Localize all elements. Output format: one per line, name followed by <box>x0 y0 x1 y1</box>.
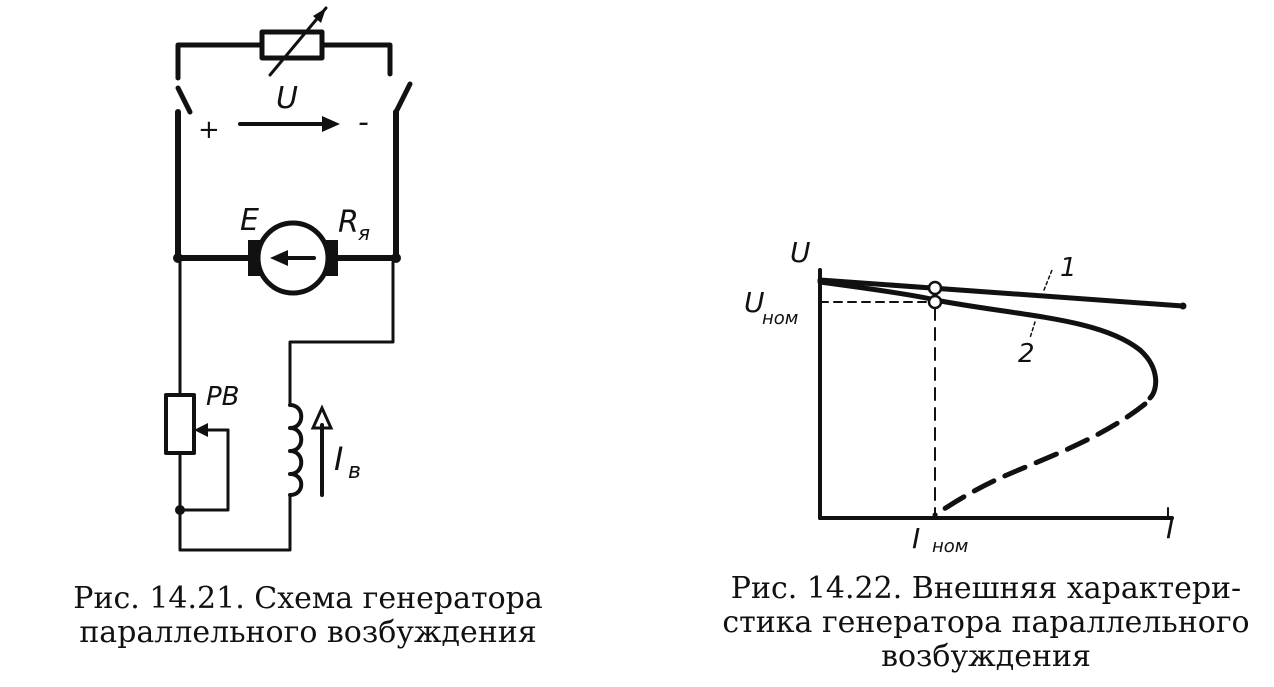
unom-subscript: ном <box>762 308 798 329</box>
field-current-arrowhead <box>310 404 334 430</box>
curve-1-leader <box>1043 269 1053 291</box>
armature-resistance-subscript: я <box>358 221 370 245</box>
field-current-label: I <box>334 440 343 478</box>
caption-line: параллельного возбуждения <box>79 615 537 650</box>
left-switch-blade <box>175 85 193 115</box>
emf-arrowhead <box>270 250 288 266</box>
curve-1-label: 1 <box>1060 253 1077 283</box>
inom-subscript: ном <box>932 536 968 557</box>
curve-2-unstable <box>932 401 1148 518</box>
circuit-diagram: U + - E R я РВ I в <box>164 6 413 552</box>
voltage-arrowhead <box>322 116 340 132</box>
curve-2-label: 2 <box>1018 339 1035 369</box>
emf-label: E <box>240 203 259 238</box>
curve-1-end <box>1179 302 1187 310</box>
curve-1 <box>817 277 1186 309</box>
load-rheostat <box>259 29 325 61</box>
figure-14-21-caption: Рис. 14.21. Схема генератора параллельно… <box>28 582 588 650</box>
unom-label: U <box>744 286 765 319</box>
caption-line: возбуждения <box>881 639 1091 674</box>
field-right-wire <box>288 260 395 407</box>
figure-14-22-caption: Рис. 14.22. Внешняя характери- стика ген… <box>706 572 1266 674</box>
field-rheostat-label: РВ <box>206 382 240 412</box>
caption-line: Рис. 14.22. Внешняя характери- <box>730 571 1242 606</box>
minus-label: - <box>358 105 369 140</box>
caption-line: Рис. 14.21. Схема генератора <box>73 581 543 616</box>
field-rheostat <box>164 393 196 455</box>
curve-2 <box>817 279 1159 401</box>
field-bottom-wire <box>178 451 292 552</box>
inom-label: I <box>912 522 920 555</box>
top-right-wire <box>319 42 393 77</box>
junction-bottom <box>175 505 185 515</box>
field-rheostat-tap-wire <box>178 428 230 512</box>
y-axis-label: U <box>790 236 811 269</box>
characteristic-chart: U I 1 2 U ном I ном <box>744 236 1187 557</box>
right-switch-blade <box>393 81 413 115</box>
top-left-wire <box>175 42 265 81</box>
x-axis-label: I <box>1166 512 1174 545</box>
rated-point-curve-1 <box>927 280 943 296</box>
field-rheostat-arrowhead <box>194 423 208 437</box>
junction-right <box>391 253 401 263</box>
field-current-subscript: в <box>348 459 361 484</box>
armature-resistance-label: R <box>338 205 359 240</box>
rated-point-curve-2 <box>927 294 943 310</box>
caption-line: стика генератора параллельного <box>722 605 1250 640</box>
rheostat-arrowhead <box>313 8 326 23</box>
curve-2-leader <box>1029 321 1036 339</box>
field-coil <box>288 403 304 497</box>
generator-armature <box>255 220 331 296</box>
plus-label: + <box>198 115 220 145</box>
voltage-label: U <box>276 81 298 116</box>
junction-left <box>173 253 183 263</box>
